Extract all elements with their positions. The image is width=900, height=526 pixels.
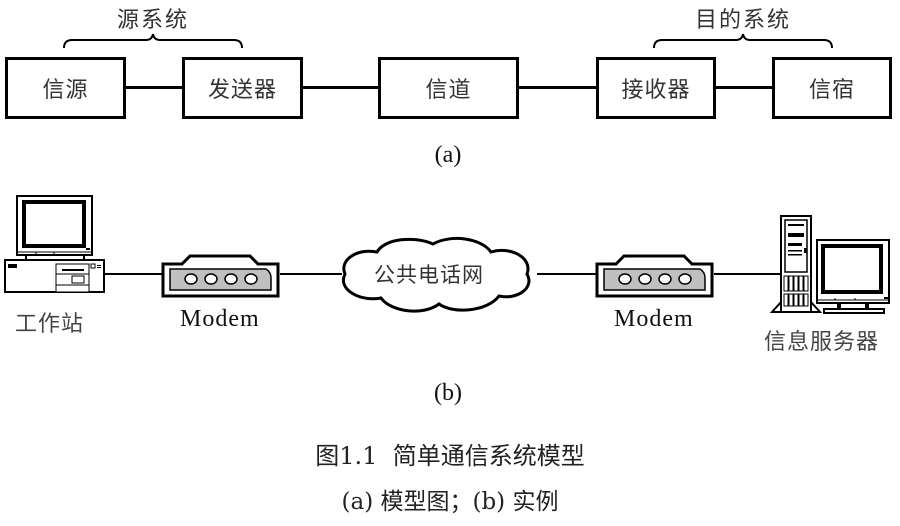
modem-led xyxy=(678,273,692,285)
modem-led xyxy=(244,273,258,285)
link-network-modem-right xyxy=(537,273,597,275)
source-label: 信源 xyxy=(42,78,89,103)
modem-led xyxy=(638,273,652,285)
workstation-icon xyxy=(4,195,105,293)
link-modem-network-left xyxy=(280,273,342,275)
link-channel-receiver xyxy=(519,86,596,89)
modem-led xyxy=(204,273,218,285)
link-receiver-destination xyxy=(716,86,772,89)
modem-left-label: Modem xyxy=(180,306,260,332)
brace-destination-system xyxy=(653,33,833,49)
public-telephone-network-cloud xyxy=(341,237,531,313)
modem-led xyxy=(184,273,198,285)
workstation-label: 工作站 xyxy=(15,312,85,337)
channel-box: 信道 xyxy=(378,57,519,119)
part-a-label: (a) xyxy=(434,142,462,168)
link-source-transmitter xyxy=(126,86,182,89)
destination-label: 信宿 xyxy=(808,78,855,103)
figure-caption-subtitle: (a) 模型图；(b) 实例 xyxy=(341,489,559,515)
source-system-label: 源系统 xyxy=(116,8,189,33)
receiver-box: 接收器 xyxy=(596,57,716,119)
modem-led xyxy=(618,273,632,285)
server-icon xyxy=(769,215,890,314)
brace-source-system xyxy=(63,33,243,49)
part-b-label: (b) xyxy=(434,380,462,406)
link-workstation-modem xyxy=(104,273,164,275)
modem-right-label: Modem xyxy=(614,306,694,332)
modem-left-icon xyxy=(161,254,280,298)
server-label: 信息服务器 xyxy=(764,330,880,355)
destination-box: 信宿 xyxy=(772,57,892,119)
transmitter-label: 发送器 xyxy=(207,78,277,103)
modem-right-icon xyxy=(595,254,714,298)
modem-led xyxy=(224,273,238,285)
transmitter-box: 发送器 xyxy=(182,57,303,119)
link-modem-server xyxy=(714,273,780,275)
source-box: 信源 xyxy=(5,57,126,119)
channel-label: 信道 xyxy=(425,78,472,103)
destination-system-label: 目的系统 xyxy=(694,8,791,33)
receiver-label: 接收器 xyxy=(621,78,691,103)
network-label: 公共电话网 xyxy=(374,263,484,287)
link-transmitter-channel xyxy=(303,86,378,89)
modem-led xyxy=(658,273,672,285)
figure-caption-title: 图1.1 简单通信系统模型 xyxy=(315,442,585,470)
